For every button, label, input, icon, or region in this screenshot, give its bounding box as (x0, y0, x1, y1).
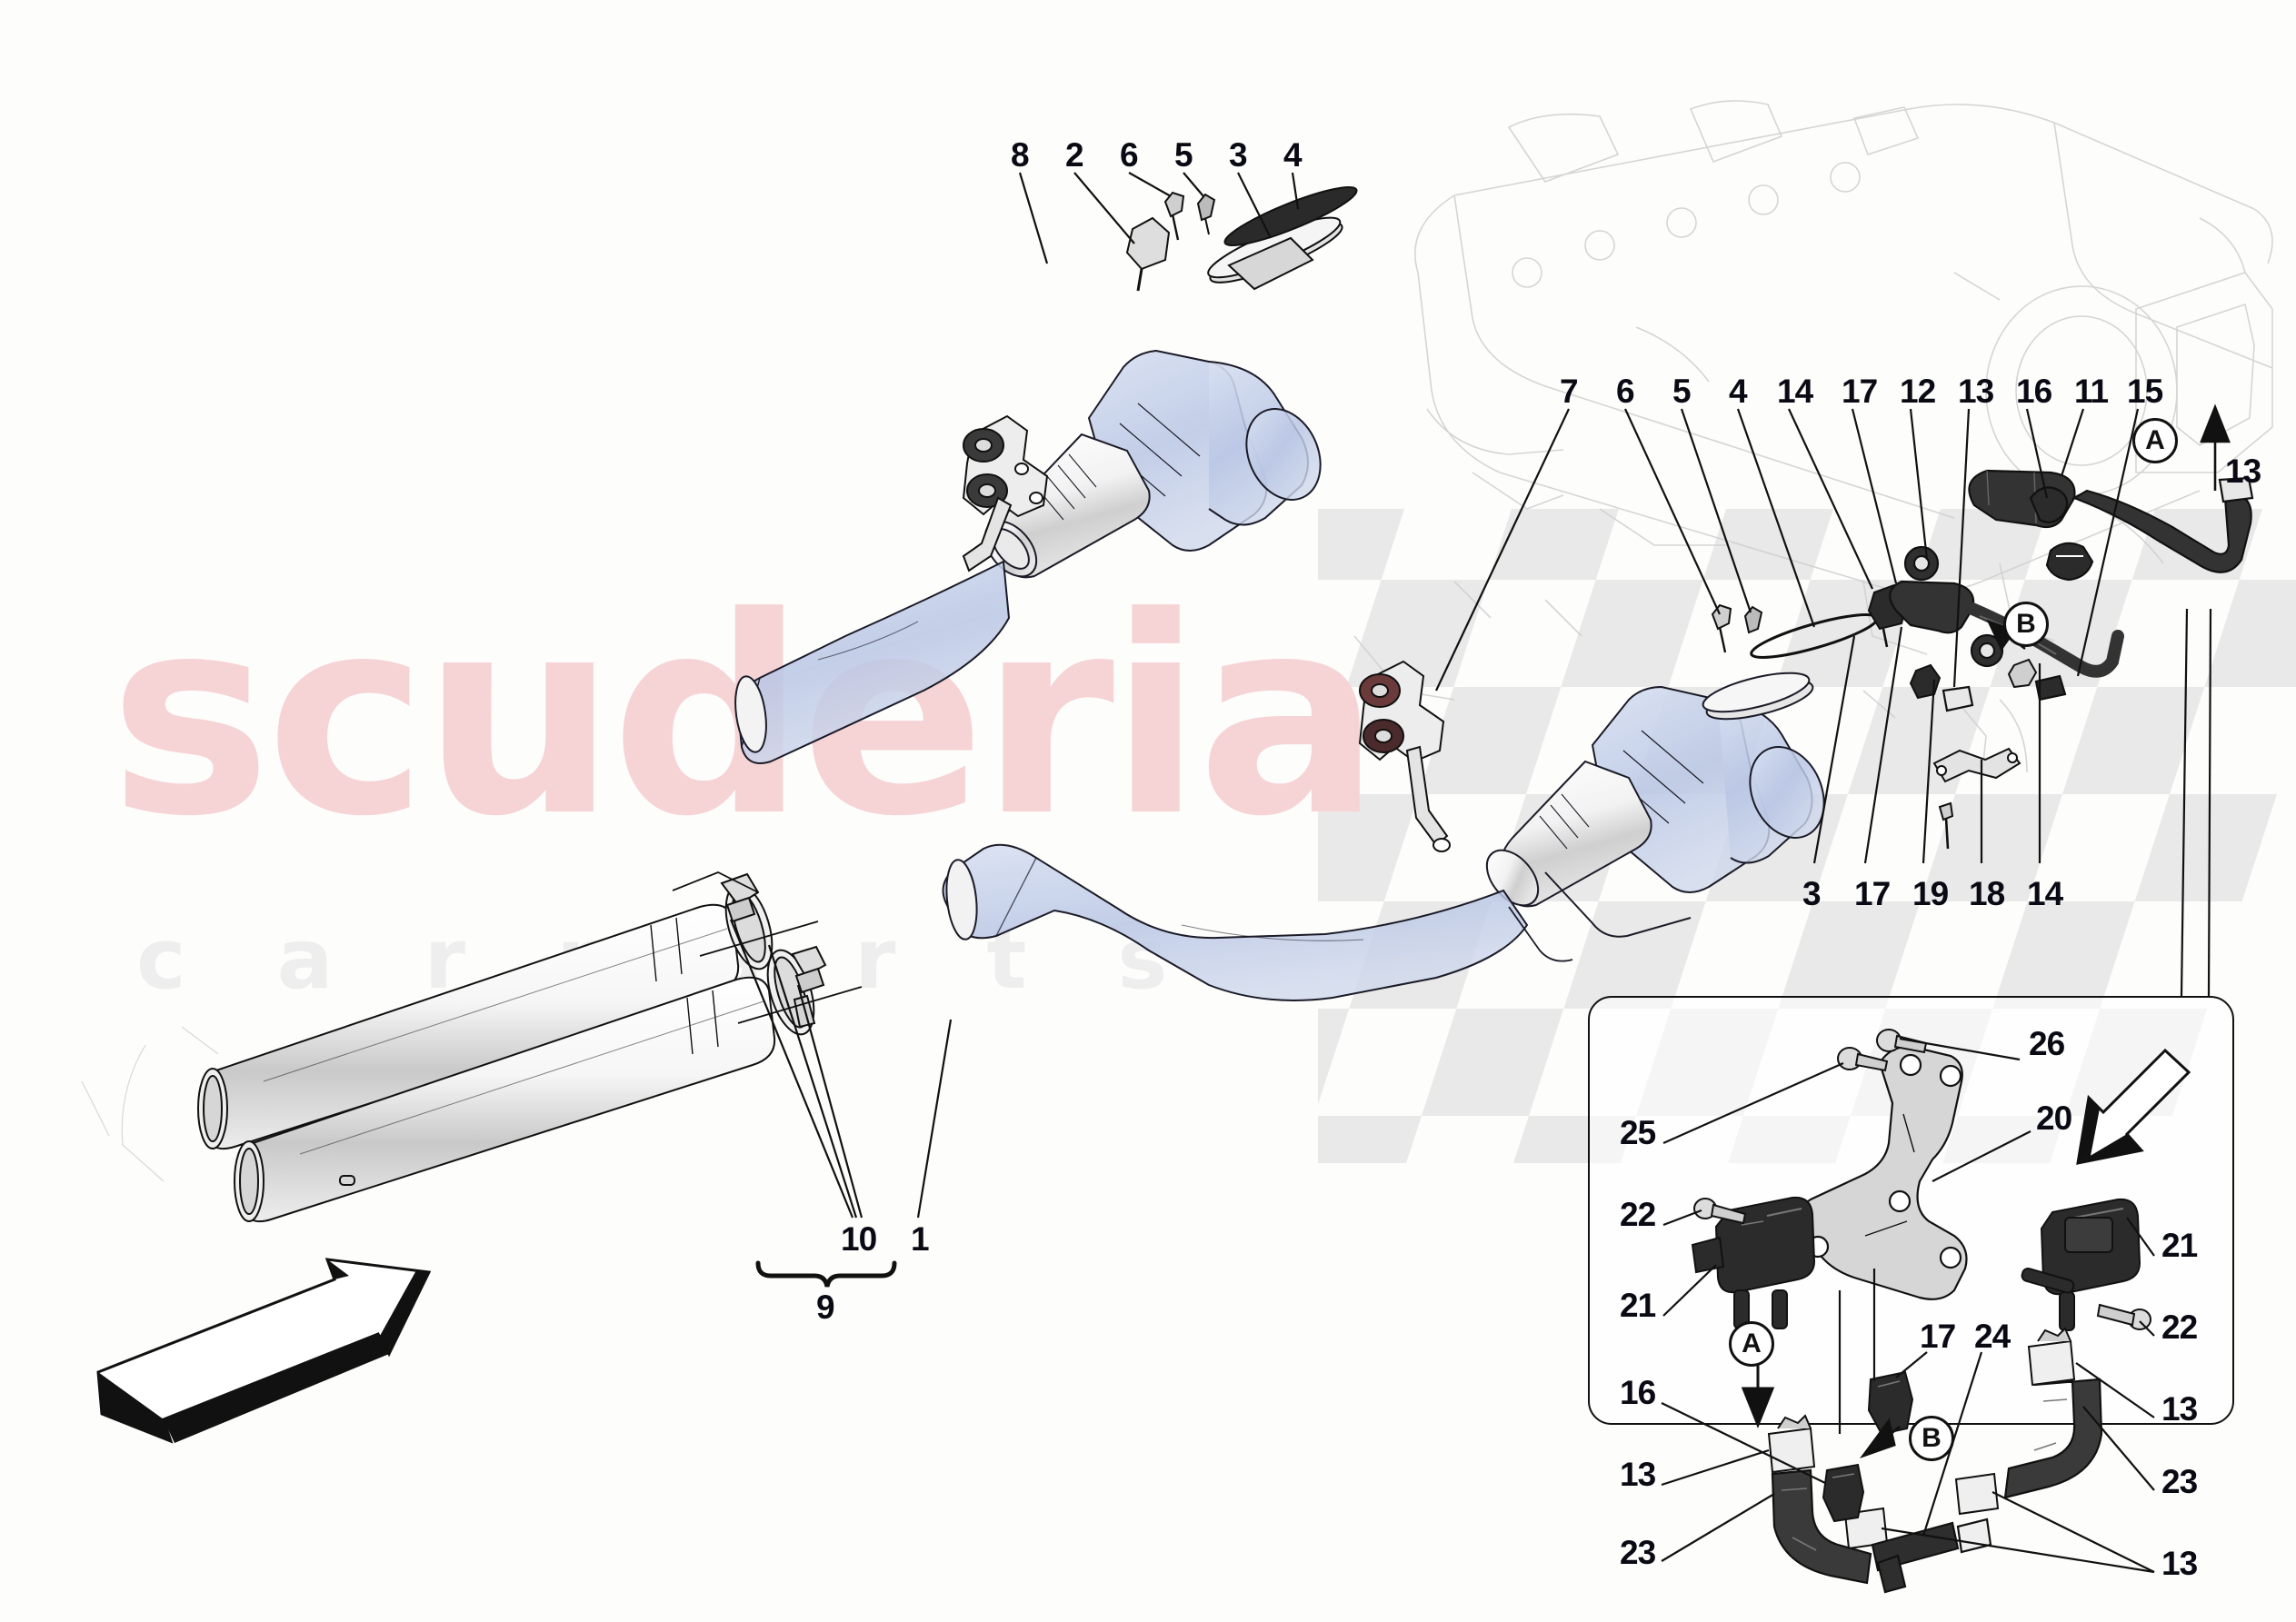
callout-right-7: 7 (1560, 373, 1579, 410)
callout-bottom-3: 3 (1802, 875, 1822, 912)
inset-callout-21-left: 21 (1620, 1287, 1656, 1324)
inset-callout-24: 24 (1974, 1318, 2011, 1355)
callout-bottom-14: 14 (2027, 875, 2063, 912)
marker-a-main: A (2132, 418, 2178, 463)
callout-1: 1 (911, 1220, 930, 1258)
inset-callout-23-left: 23 (1620, 1534, 1656, 1571)
callout-3: 3 (1229, 136, 1248, 174)
marker-b-inset: B (1909, 1416, 1954, 1461)
callout-bottom-18: 18 (1969, 875, 2005, 912)
inset-callout-23-right: 23 (2161, 1463, 2198, 1500)
inset-callout-22-left: 22 (1620, 1196, 1656, 1233)
inset-callout-13-right: 13 (2161, 1390, 2198, 1428)
callout-right-6: 6 (1616, 373, 1635, 410)
callout-right-5: 5 (1672, 373, 1692, 410)
callout-right-11: 11 (2074, 373, 2109, 410)
callout-right-16: 16 (2016, 373, 2052, 410)
callout-right-15: 15 (2127, 373, 2163, 410)
callout-6: 6 (1120, 136, 1139, 174)
callout-bottom-17: 17 (1854, 875, 1891, 912)
inset-callout-13-bottom: 13 (2161, 1545, 2198, 1582)
inset-callout-26: 26 (2029, 1025, 2065, 1062)
inset-callout-16: 16 (1620, 1374, 1656, 1411)
callout-8: 8 (1011, 136, 1030, 174)
marker-b-main: B (2003, 602, 2049, 647)
callout-2: 2 (1065, 136, 1084, 174)
inset-callout-22-right: 22 (2161, 1309, 2198, 1346)
callout-bottom-19: 19 (1912, 875, 1949, 912)
callout-4: 4 (1283, 136, 1303, 174)
callout-right-17: 17 (1842, 373, 1878, 410)
callout-right-4: 4 (1729, 373, 1748, 410)
inset-callout-13-left: 13 (1620, 1456, 1656, 1493)
callout-5: 5 (1174, 136, 1193, 174)
marker-a-inset: A (1729, 1321, 1774, 1367)
inset-callout-25: 25 (1620, 1114, 1656, 1151)
inset-callout-20: 20 (2036, 1100, 2072, 1137)
callout-right-14: 14 (1777, 373, 1813, 410)
inset-callout-17: 17 (1920, 1318, 1956, 1355)
callout-10: 10 (841, 1220, 877, 1258)
callout-9: 9 (816, 1289, 835, 1326)
inset-callout-21-right: 21 (2161, 1227, 2198, 1264)
callout-right-13: 13 (1958, 373, 1994, 410)
callout-right-13-far: 13 (2225, 453, 2261, 490)
callout-right-12: 12 (1900, 373, 1936, 410)
